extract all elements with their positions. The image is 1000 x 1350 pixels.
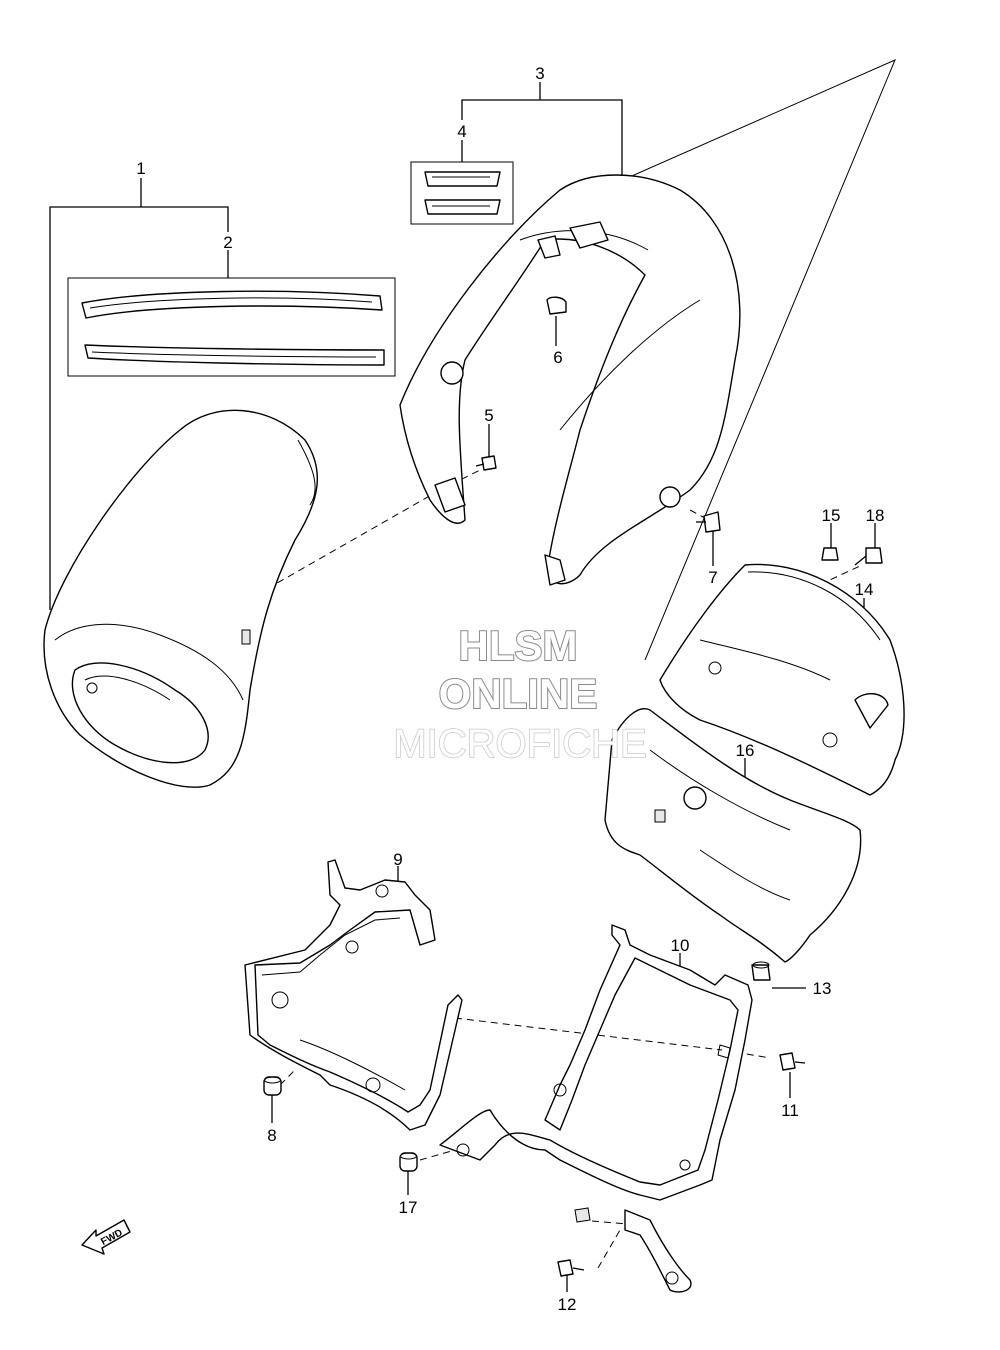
decal-stripes-part-2 [67,277,396,377]
part-label-3: 3 [535,64,544,83]
upper-cowl-part-3 [399,174,741,586]
meter-cover-part-14 [659,563,905,796]
part-label-15: 15 [822,506,841,525]
part-label-2: 2 [223,233,232,252]
part-labels: 1 2 3 4 5 6 7 8 9 10 11 12 13 14 15 16 1… [136,64,884,1314]
fwd-label: FWD [99,1227,124,1247]
bolt-part-13 [751,961,771,981]
fwd-arrow-icon: FWD [81,1219,131,1255]
watermark-line-1: HLSM [459,622,578,669]
part-label-18: 18 [866,506,885,525]
emblem-part-4 [410,161,514,225]
part-label-10: 10 [671,936,690,955]
bracket-part-9 [244,859,463,1131]
part-label-11: 11 [781,1101,799,1120]
bolt-part-12 [557,1259,585,1277]
part-label-17: 17 [399,1198,418,1217]
part-label-5: 5 [484,406,493,425]
clip-part-15 [821,547,839,561]
part-label-8: 8 [267,1126,276,1145]
watermark-line-2: ONLINE [439,670,598,717]
part-label-12: 12 [558,1295,577,1314]
grommet-part-8 [263,1076,282,1096]
inner-panel-part-16 [604,708,862,963]
part-label-13: 13 [813,979,832,998]
grommet-part-17 [399,1152,418,1172]
part-label-6: 6 [553,348,562,367]
screw-part-5 [475,455,497,471]
part-label-14: 14 [855,580,874,599]
clip-part-18 [854,547,883,566]
bracket-part-10 [439,924,753,1293]
part-label-9: 9 [393,850,402,869]
watermark: HLSM ONLINE MICROFICHE [393,621,648,767]
part-label-16: 16 [736,741,755,760]
front-cowl-part-1 [43,409,318,788]
part-label-7: 7 [708,568,717,587]
part-label-4: 4 [457,122,466,141]
part-label-1: 1 [136,159,145,178]
bolt-part-11 [779,1052,806,1071]
watermark-line-3: MICROFICHE [393,722,646,766]
fastener-part-7 [696,511,721,533]
